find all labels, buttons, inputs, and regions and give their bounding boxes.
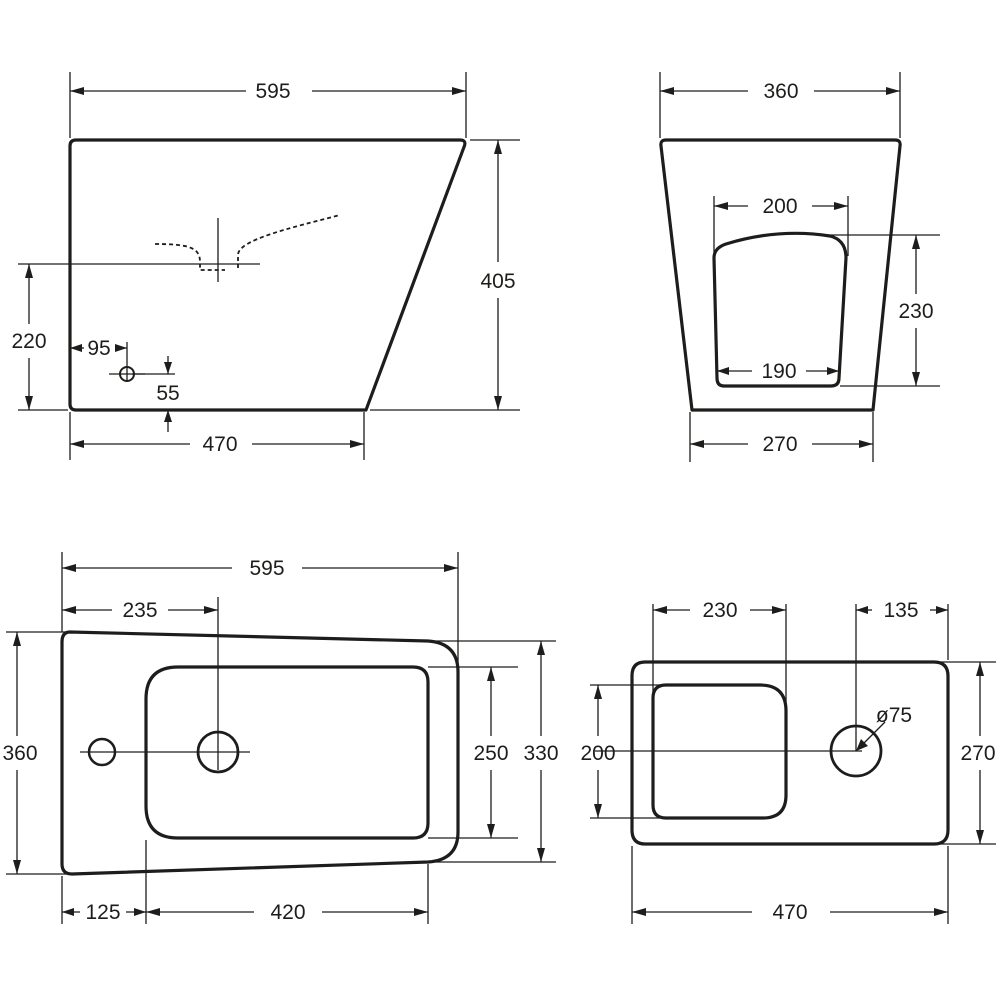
top-view-bowl-width: 250	[473, 742, 508, 765]
rear-view-opening-height: 230	[898, 300, 933, 323]
rear-view-width-top: 360	[763, 80, 798, 103]
side-view-height: 405	[480, 270, 515, 293]
bottom-view: ø75 230 135 200 270	[580, 599, 996, 924]
rear-view-opening	[712, 231, 848, 388]
side-view-inlet-offset-y: 55	[156, 382, 179, 405]
side-view-width-bottom: 470	[202, 433, 237, 456]
bottom-view-opening-height: 200	[580, 742, 615, 765]
side-view-drain-height: 220	[11, 330, 46, 353]
rear-view-width-bottom: 270	[762, 433, 797, 456]
bottom-view-drain-diameter: ø75	[876, 704, 912, 727]
top-view-outline	[60, 630, 460, 876]
top-view-bowl-length: 420	[270, 901, 305, 924]
bottom-view-drain-offset: 135	[883, 599, 918, 622]
side-view-trap-left	[154, 243, 225, 271]
rear-view-outline	[659, 138, 902, 412]
bottom-view-width: 270	[960, 742, 995, 765]
rear-view-opening-width: 200	[762, 195, 797, 218]
top-view-length: 595	[249, 557, 284, 580]
top-view-bowl	[144, 665, 430, 840]
rear-view: 360 200 230 190 270	[659, 72, 940, 462]
top-view: 595 235 360 250 330	[2, 552, 559, 924]
top-view-inner-width: 330	[523, 742, 558, 765]
top-view-width: 360	[2, 742, 37, 765]
bottom-view-opening-width: 230	[702, 599, 737, 622]
rear-view-opening-bottom-width: 190	[761, 360, 796, 383]
side-view: 595 405 220 95 55 47	[11, 72, 520, 460]
top-view-rim-offset: 125	[85, 901, 120, 924]
side-view-trap-right	[237, 214, 341, 268]
side-view-inlet-offset-x: 95	[87, 337, 110, 360]
side-view-outline	[68, 138, 467, 412]
bottom-view-length: 470	[772, 901, 807, 924]
side-view-width-top: 595	[255, 80, 290, 103]
top-view-hole-offset: 235	[122, 599, 157, 622]
